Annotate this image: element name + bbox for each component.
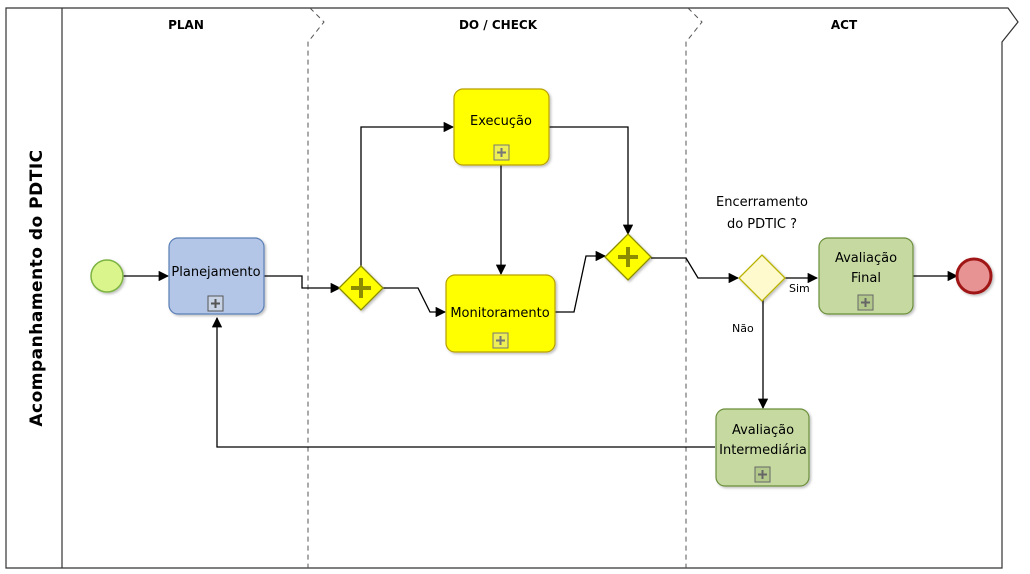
lane-separator-1 xyxy=(307,7,325,568)
subprocess-marker-icon xyxy=(754,466,771,483)
parallel-gateway-split xyxy=(338,265,384,311)
task-avaliacao-intermediaria: Avaliação Intermediária xyxy=(715,408,810,487)
end-event xyxy=(955,257,993,295)
task-monitoramento: Monitoramento xyxy=(445,274,556,353)
task-avaliacao-final: Avaliação Final xyxy=(818,237,914,315)
task-avaliacao-intermediaria-line1: Avaliação xyxy=(732,423,794,438)
decision-question-line1: Encerramento xyxy=(716,195,808,210)
lane-title-act: ACT xyxy=(831,18,858,32)
flow-label-nao: Não xyxy=(732,322,754,335)
lane-separator-2 xyxy=(685,7,703,568)
decision-question-line2: do PDTIC ? xyxy=(727,217,797,232)
plus-icon xyxy=(618,247,638,267)
flow-join-to-decision xyxy=(651,257,740,284)
flow-planejamento-to-split xyxy=(264,275,342,294)
task-avaliacao-intermediaria-line2: Intermediária xyxy=(719,443,807,458)
subprocess-marker-icon xyxy=(493,144,510,161)
task-execucao-label: Execução xyxy=(470,114,532,129)
flow-label-sim: Sim xyxy=(789,282,810,295)
task-avaliacao-final-line1: Avaliação xyxy=(835,251,897,266)
lane-title-do-check: DO / CHECK xyxy=(459,18,538,32)
task-monitoramento-label: Monitoramento xyxy=(450,306,549,321)
subprocess-marker-icon xyxy=(857,294,874,311)
parallel-gateway-join xyxy=(604,233,652,281)
task-avaliacao-final-line2: Final xyxy=(851,271,881,286)
task-execucao: Execução xyxy=(453,88,550,166)
start-event xyxy=(90,259,124,293)
flow-split-to-execucao xyxy=(360,121,455,268)
flow-execucao-to-join xyxy=(549,126,634,236)
flow-monitoramento-to-join xyxy=(555,250,607,313)
plus-icon xyxy=(351,278,371,298)
task-planejamento: Planejamento xyxy=(168,237,265,315)
exclusive-gateway-decision xyxy=(738,254,786,302)
pool-label: Acompanhamento do PDTIC xyxy=(27,149,47,426)
lane-title-plan: PLAN xyxy=(168,18,204,32)
task-planejamento-label: Planejamento xyxy=(171,265,260,280)
flow-intermediaria-to-planejamento xyxy=(211,316,715,448)
subprocess-marker-icon xyxy=(207,295,224,312)
flow-split-to-monitoramento xyxy=(382,287,447,318)
subprocess-marker-icon xyxy=(492,332,509,349)
